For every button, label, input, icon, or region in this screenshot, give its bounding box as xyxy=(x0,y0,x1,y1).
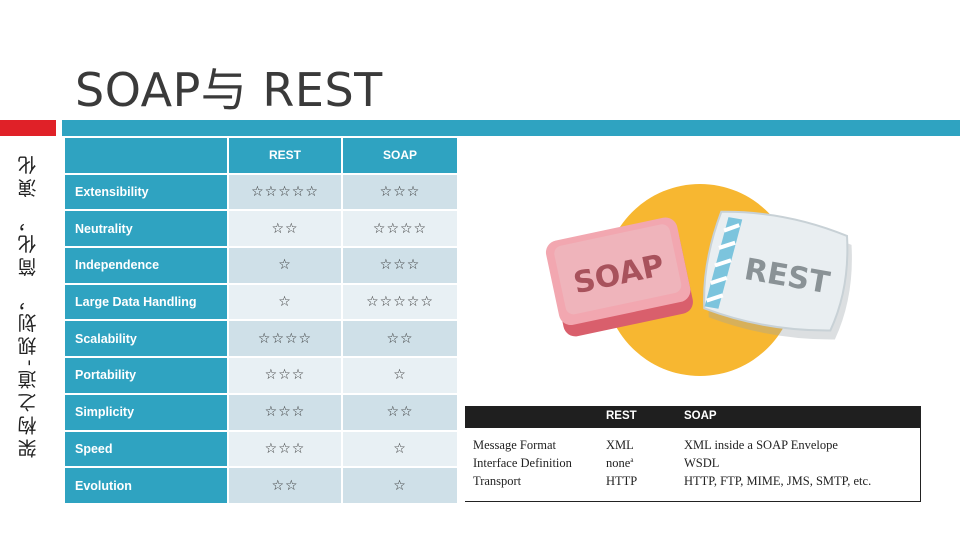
comparison-label: Transport xyxy=(473,474,522,488)
soap-rest-illustration: SOAP REST xyxy=(545,184,852,376)
ratings-row-label: Scalability xyxy=(65,321,229,359)
ratings-row: Simplicity ☆☆☆ ☆☆ xyxy=(65,394,457,432)
rest-rating: ☆☆☆ xyxy=(229,394,343,432)
soap-bar: SOAP xyxy=(545,217,693,337)
soap-rating: ☆☆ xyxy=(343,321,457,359)
ratings-table: REST SOAP Extensibility ☆☆☆☆☆ ☆☆☆ Neutra… xyxy=(65,138,457,505)
ratings-row-label: Independence xyxy=(65,248,229,285)
comparison-row: Message Format XML XML inside a SOAP Env… xyxy=(465,436,920,454)
ratings-row: Scalability ☆☆☆☆ ☆☆ xyxy=(65,321,457,359)
ratings-row-label: Speed xyxy=(65,431,229,469)
comparison-rest-text: none xyxy=(606,456,631,470)
ratings-row-label: Extensibility xyxy=(65,174,229,212)
ratings-header-row: REST SOAP xyxy=(65,138,457,175)
comparison-label: Message Format xyxy=(473,438,556,452)
ratings-row: Independence ☆ ☆☆☆ xyxy=(65,248,457,285)
rest-rating: ☆☆☆☆☆ xyxy=(229,174,343,212)
comparison-row: Transport HTTP HTTP, FTP, MIME, JMS, SMT… xyxy=(465,472,920,490)
ratings-header-soap: SOAP xyxy=(343,138,457,175)
ratings-row: Large Data Handling ☆ ☆☆☆☆☆ xyxy=(65,284,457,322)
comparison-header: REST SOAP xyxy=(465,406,920,428)
side-caption: 架构之道-规划， 简化， 演化 xyxy=(12,152,44,459)
ratings-row: Evolution ☆☆ ☆ xyxy=(65,468,457,505)
soap-rating: ☆ xyxy=(343,431,457,469)
comparison-soap-value: XML inside a SOAP Envelope xyxy=(684,438,838,452)
ratings-corner-cell xyxy=(65,138,229,175)
ratings-row-label: Neutrality xyxy=(65,211,229,249)
ratings-row-label: Large Data Handling xyxy=(65,284,229,322)
comparison-rest-value: XML xyxy=(606,438,634,452)
comparison-header-soap: SOAP xyxy=(684,410,717,422)
ratings-row: Extensibility ☆☆☆☆☆ ☆☆☆ xyxy=(65,174,457,212)
slide-title: SOAP与 REST xyxy=(75,63,383,117)
soap-rating: ☆ xyxy=(343,468,457,505)
accent-bar-teal xyxy=(62,120,960,136)
rest-rating: ☆ xyxy=(229,248,343,285)
soap-rating: ☆☆☆ xyxy=(343,174,457,212)
side-caption-text: 架构之道-规划， 简化， 演化 xyxy=(17,151,40,459)
rest-rating: ☆☆ xyxy=(229,211,343,249)
rest-rating: ☆ xyxy=(229,284,343,322)
accent-bar-red xyxy=(0,120,56,136)
ratings-header-rest: REST xyxy=(229,138,343,175)
ratings-row-label: Portability xyxy=(65,358,229,395)
soap-rating: ☆☆☆☆ xyxy=(343,211,457,249)
rest-rating: ☆☆☆☆ xyxy=(229,321,343,359)
ratings-row: Speed ☆☆☆ ☆ xyxy=(65,431,457,469)
ratings-row: Portability ☆☆☆ ☆ xyxy=(65,358,457,395)
soap-rating: ☆☆☆ xyxy=(343,248,457,285)
rest-rating: ☆☆☆ xyxy=(229,358,343,395)
comparison-label: Interface Definition xyxy=(473,456,572,470)
footnote-marker: a xyxy=(630,456,634,464)
rest-pillow: REST xyxy=(703,210,852,340)
ratings-row-label: Evolution xyxy=(65,468,229,505)
soap-rating: ☆ xyxy=(343,358,457,395)
soap-rating: ☆☆ xyxy=(343,394,457,432)
comparison-header-rest: REST xyxy=(606,410,637,422)
comparison-soap-value: HTTP, FTP, MIME, JMS, SMTP, etc. xyxy=(684,474,872,488)
rest-rating: ☆☆ xyxy=(229,468,343,505)
comparison-rest-value: HTTP xyxy=(606,474,638,488)
comparison-row: Interface Definition nonea WSDL xyxy=(465,454,920,472)
ratings-row-label: Simplicity xyxy=(65,394,229,432)
comparison-body: Message Format XML XML inside a SOAP Env… xyxy=(465,428,920,490)
soap-rating: ☆☆☆☆☆ xyxy=(343,284,457,322)
comparison-soap-value: WSDL xyxy=(684,456,720,470)
comparison-rest-value: nonea xyxy=(606,456,633,471)
comparison-table: REST SOAP Message Format XML XML inside … xyxy=(465,406,921,502)
ratings-row: Neutrality ☆☆ ☆☆☆☆ xyxy=(65,211,457,249)
rest-rating: ☆☆☆ xyxy=(229,431,343,469)
